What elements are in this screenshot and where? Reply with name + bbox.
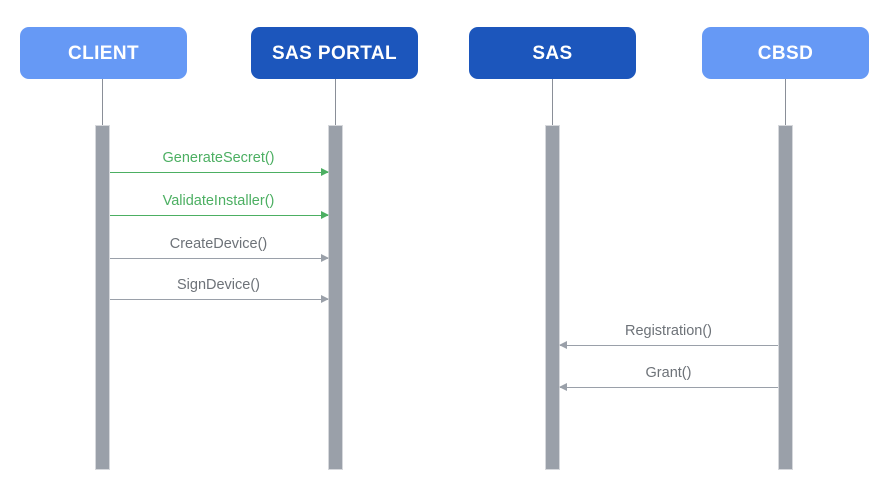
participant-label-client: CLIENT [67,42,139,64]
message-line-create-device [109,258,328,259]
message-line-validate-installer [109,215,328,216]
message-label-create-device: CreateDevice() [169,236,268,252]
lifeline-client [102,79,103,125]
lifeline-cbsd [785,79,786,125]
arrowhead-icon-registration [558,341,567,349]
participant-box-sas[interactable]: SAS [469,27,636,79]
message-label-sign-device: SignDevice() [177,277,260,293]
participant-label-cbsd: CBSD [757,42,814,64]
message-label-registration: Registration() [624,323,713,339]
arrowhead-icon-create-device [320,254,329,262]
lifeline-sas-portal [335,79,336,125]
arrowhead-icon-sign-device [320,295,329,303]
arrowhead-icon-validate-installer [320,211,329,219]
activation-bar-sas [544,125,560,470]
message-label-validate-installer: ValidateInstaller() [162,193,275,209]
activation-bar-cbsd [777,125,793,470]
message-line-grant [559,387,778,388]
lifeline-sas [552,79,553,125]
participant-box-client[interactable]: CLIENT [20,27,187,79]
activation-bar-sas-portal [327,125,343,470]
message-label-grant: Grant() [645,365,692,381]
message-line-registration [559,345,778,346]
participant-label-sas-portal: SAS PORTAL [271,42,398,64]
arrowhead-icon-generate-secret [320,168,329,176]
participant-label-sas: SAS [532,42,573,64]
message-line-generate-secret [109,172,328,173]
message-label-generate-secret: GenerateSecret() [162,150,275,166]
message-line-sign-device [109,299,328,300]
activation-bar-client [94,125,110,470]
arrowhead-icon-grant [558,383,567,391]
participant-box-cbsd[interactable]: CBSD [702,27,869,79]
participant-box-sas-portal[interactable]: SAS PORTAL [251,27,418,79]
